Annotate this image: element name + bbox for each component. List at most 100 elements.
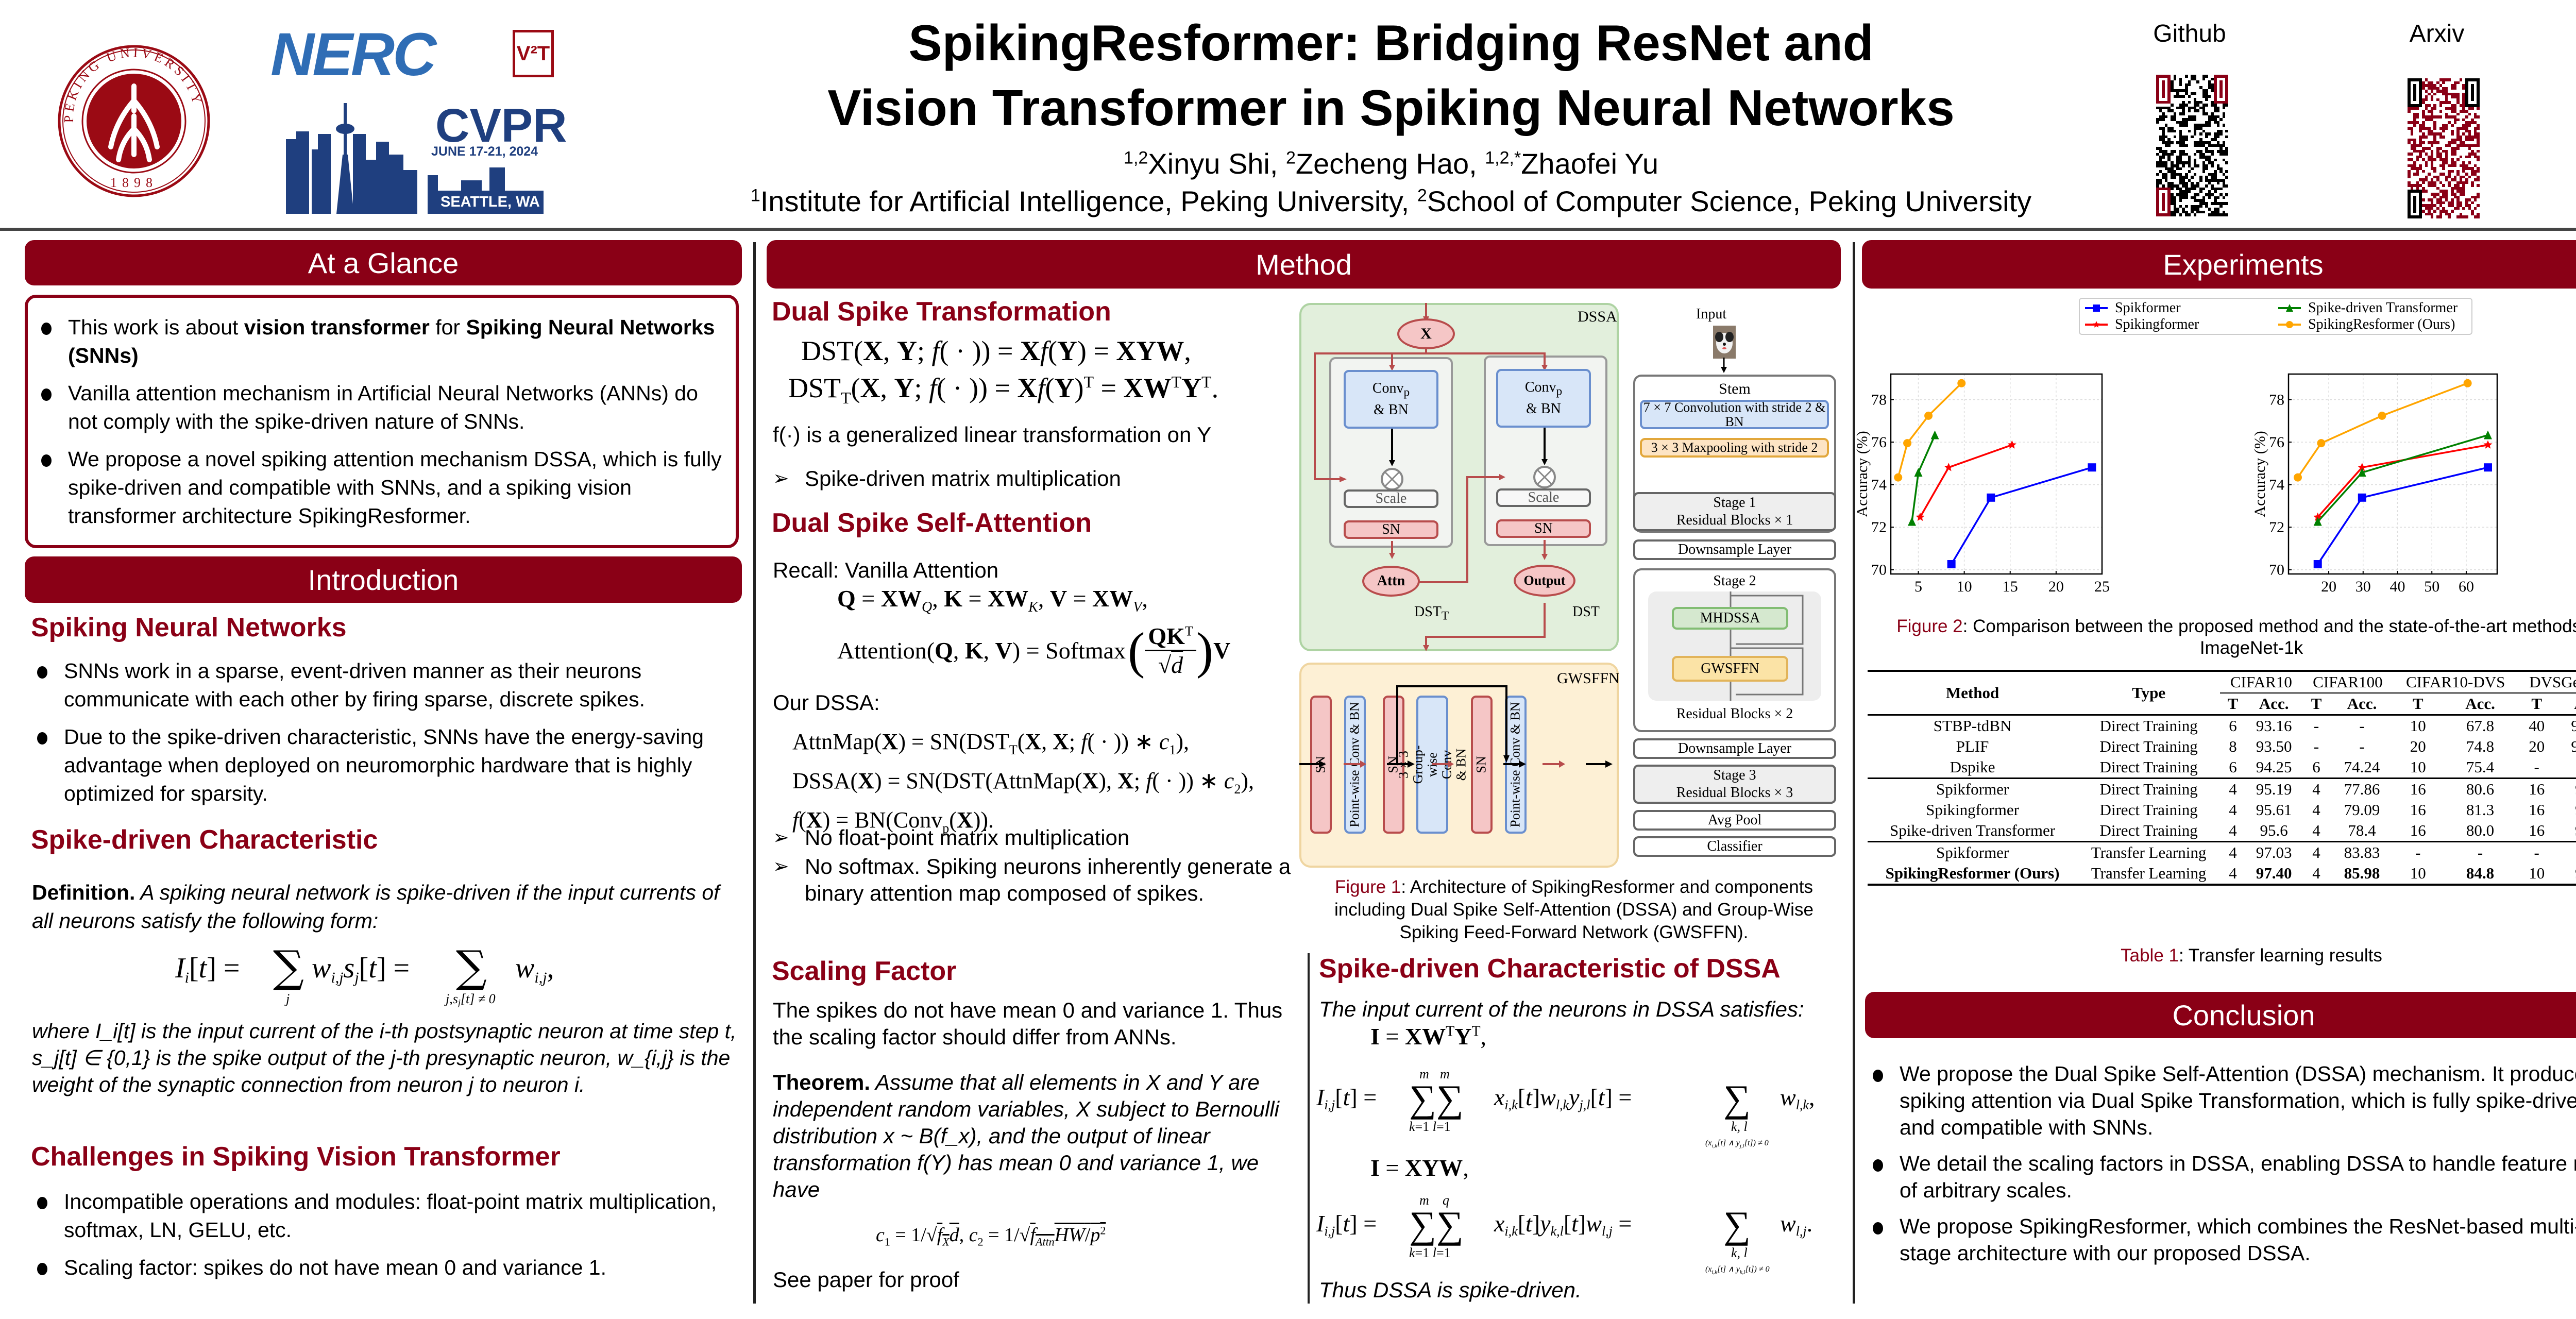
conclusion-banner: Conclusion (1865, 992, 2576, 1038)
conclusion-item: We detail the scaling factors in DSSA, e… (1868, 1150, 2576, 1204)
cell-value: - (2555, 757, 2576, 779)
cell-value: 4 (2312, 821, 2320, 839)
input-dog-image (1713, 326, 1736, 359)
cell-method: Spikformer (1936, 780, 2009, 798)
series-line-spikingformer (1919, 444, 2012, 518)
cell-value: 4 (2312, 801, 2320, 819)
dssa-equation: DSSA(X) = SN(DST(AttnMap(X), X; f( · )) … (792, 768, 1254, 797)
cell-value: 4 (2229, 821, 2237, 839)
y-tick-label: 78 (2269, 392, 2284, 409)
scale-node-1: Scale (1344, 489, 1438, 508)
chart-params: 20304050607072747678Parameters (M)Accura… (2251, 373, 2498, 595)
cell-value: 4 (2312, 843, 2320, 861)
theorem-text: Assume that all elements in X and Y are … (773, 1070, 1279, 1202)
legend-label: Spikingformer (2115, 316, 2199, 332)
glance-item: We propose a novel spiking attention mec… (36, 445, 732, 530)
author-2-sup: 2 (1286, 148, 1296, 168)
x-tick-label: 60 (2459, 578, 2474, 595)
cell-type: Transfer Learning (2091, 864, 2207, 882)
column-divider-left (753, 242, 756, 1304)
github-qr-code[interactable] (2156, 75, 2228, 216)
table-1-text: : Transfer learning results (2178, 945, 2382, 966)
stage2-label: Stage 2 (1713, 573, 1756, 589)
y-tick-label: 70 (1871, 562, 1887, 579)
introduction-banner: Introduction (25, 556, 742, 603)
challenges-list: Incompatible operations and modules: flo… (32, 1188, 743, 1291)
data-point (2294, 473, 2302, 482)
cell-value: 93.4 (2555, 863, 2576, 885)
cell-type: Direct Training (2099, 758, 2198, 776)
cell-type: Direct Training (2099, 821, 2198, 839)
glance-text: We propose a novel spiking attention mec… (68, 447, 722, 528)
sn-node-1: SN (1344, 520, 1438, 539)
bn-label: & BN (1526, 400, 1561, 417)
cell-method: Spikingformer (1926, 801, 2019, 819)
scaling-text: The spikes do not have mean 0 and varian… (773, 998, 1283, 1049)
conv-bn-node-1: Convp& BN (1344, 370, 1438, 429)
cell-value: 75.4 (2466, 758, 2495, 776)
th-acc: Acc. (2465, 695, 2495, 713)
chart-sops: 5101520257072747678SOPs (G)Accuracy (%) (1855, 373, 2110, 595)
cell-value: 40 (2529, 717, 2545, 735)
snn-heading: Spiking Neural Networks (31, 613, 347, 642)
cell-value: 77.86 (2344, 780, 2380, 798)
figure-2-text: : Comparison between the proposed method… (1962, 616, 2576, 658)
data-point (1908, 517, 1916, 526)
pku-year: 1898 (110, 175, 158, 190)
legend-label: SpikingResformer (Ours) (2308, 316, 2455, 332)
svg-text:(xi,k[t] ∧ yj,l[t]) ≠ 0: (xi,k[t] ∧ yj,l[t]) ≠ 0 (1705, 1139, 1769, 1149)
th-t: T (2311, 695, 2322, 713)
cvpr-dates: JUNE 17-21, 2024 (431, 144, 538, 159)
author-1-sup: 1,2 (1124, 148, 1148, 168)
figure-1-text: : Architecture of SpikingResformer and c… (1334, 877, 1814, 942)
dst-t-sub: T (1441, 609, 1449, 623)
cell-value: 98.3 (2555, 800, 2576, 820)
series-line-spikingresformer-ours- (2297, 382, 2468, 478)
stage2-blocks-label: Residual Blocks × 2 (1676, 706, 1793, 722)
dssa-heading: Dual Spike Self-Attention (772, 508, 1092, 538)
author-1: Xinyu Shi, (1148, 147, 1286, 180)
stage1-label: Stage 1 (1713, 495, 1756, 511)
conv-bn-node-2: Convp& BN (1496, 369, 1591, 428)
title-line-2: Vision Transformer in Spiking Neural Net… (827, 79, 1955, 136)
svg-text:xi,k[t]wl,kyj,l[t] =: xi,k[t]wl,kyj,l[t] = (1494, 1084, 1632, 1112)
table-1-label: Table 1 (2121, 945, 2179, 966)
svg-text:wi,jsj[t] =: wi,jsj[t] = (312, 952, 410, 986)
attn-node: Attn (1362, 566, 1420, 597)
svg-text:∑: ∑ (1723, 1204, 1751, 1246)
glance-item: This work is about vision transformer fo… (36, 313, 732, 370)
affil-1-sup: 1 (750, 185, 760, 206)
svg-text:m: m (1419, 1067, 1429, 1081)
cell-value: 4 (2229, 843, 2237, 861)
cell-value: 10 (2410, 717, 2426, 735)
cvpr-text: CVPR (435, 99, 567, 152)
poster-title: SpikingResformer: Bridging ResNet and Vi… (644, 10, 2138, 140)
cell-value: 20 (2410, 737, 2426, 755)
author-3-sup: 1,2,* (1485, 148, 1521, 168)
cell-value: 97.57 (2571, 737, 2576, 755)
conclusion-item: We propose SpikingResformer, which combi… (1868, 1213, 2576, 1266)
scaling-equation: c1 = 1/√fXd, c2 = 1/√fAttnHW/p2 (876, 1224, 1106, 1248)
legend-swatch-triangle-icon (2278, 304, 2301, 312)
conv-label: Conv (1524, 379, 1556, 396)
dst-t-label: DSTT (1414, 604, 1449, 623)
cell-value: 8 (2229, 737, 2237, 755)
definition: Definition. A spiking neural network is … (32, 878, 743, 935)
y-tick-label: 78 (1871, 392, 1887, 409)
data-point (1944, 463, 1953, 471)
dst-t-text: DST (1414, 604, 1442, 620)
y-tick-label: 72 (1871, 519, 1887, 536)
arxiv-qr-code[interactable] (2408, 78, 2480, 218)
conv-sub: p (1403, 385, 1410, 399)
bn-label: & BN (1374, 401, 1409, 418)
th-dataset: CIFAR10-DVS (2393, 671, 2518, 694)
cell-value: 16 (2529, 780, 2545, 798)
svg-text:j,sj[t] ≠ 0: j,sj[t] ≠ 0 (444, 991, 496, 1007)
data-point (2483, 440, 2493, 449)
cell-value: 99.3 (2555, 820, 2576, 842)
stage2-block (1633, 568, 1836, 732)
svg-text:∑∑: ∑∑ (1409, 1204, 1464, 1246)
snn-item: Due to the spike-driven characteristic, … (32, 723, 743, 808)
gwsffn-node: GWSFFN (1672, 656, 1788, 682)
